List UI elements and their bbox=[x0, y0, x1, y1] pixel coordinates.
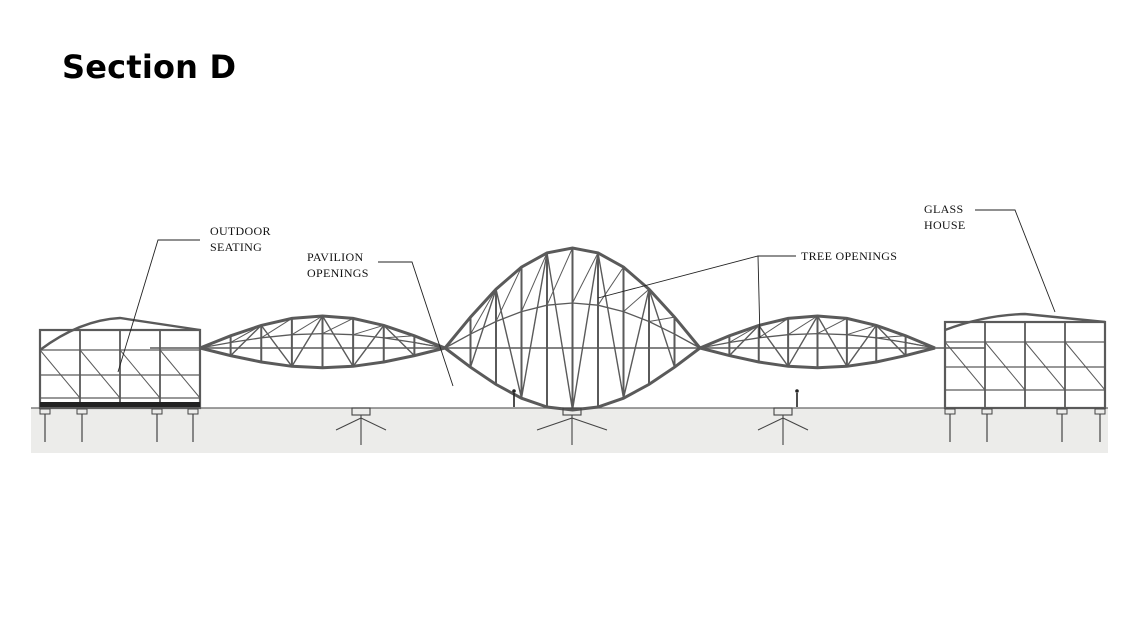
brace-member bbox=[729, 324, 760, 343]
brace-member bbox=[322, 317, 354, 335]
glass-house-leader bbox=[975, 209, 1056, 313]
diagonal-member bbox=[674, 347, 701, 368]
brace-member bbox=[905, 341, 936, 349]
diagonal-member bbox=[699, 347, 730, 357]
outdoor-seating-block-brace bbox=[119, 349, 161, 399]
glass-house-block-brace bbox=[1024, 341, 1066, 391]
diagonal-member bbox=[571, 252, 599, 411]
glass-house-block-brace bbox=[984, 341, 1026, 391]
diagonal-member bbox=[622, 289, 650, 399]
tree-openings-leader-right bbox=[757, 255, 796, 339]
footing-root bbox=[360, 417, 387, 431]
outdoor-seating-leader bbox=[117, 239, 200, 373]
brace-member bbox=[787, 315, 818, 336]
diagonal-member bbox=[414, 347, 446, 357]
human-figures bbox=[512, 389, 799, 407]
diagonal-member bbox=[291, 315, 324, 367]
diagonal-member bbox=[321, 315, 354, 367]
glass-house-block-brace bbox=[1064, 341, 1106, 391]
diagonal-member bbox=[469, 289, 497, 368]
brace-member bbox=[199, 335, 231, 349]
footing-root bbox=[782, 417, 809, 431]
brace-member bbox=[758, 318, 789, 339]
diagonal-member bbox=[816, 315, 848, 367]
brace-member bbox=[674, 333, 701, 349]
diagonal-member bbox=[383, 324, 415, 357]
outdoor-seating-block-brace bbox=[39, 349, 81, 399]
brace-member bbox=[623, 288, 650, 312]
brace-member bbox=[521, 252, 548, 312]
brace-member bbox=[444, 316, 471, 349]
label-outdoor-seating: OUTDOOR SEATING bbox=[210, 224, 271, 254]
diagonal-member bbox=[352, 324, 385, 367]
outdoor-seating-block-brace bbox=[159, 349, 201, 399]
person-head bbox=[512, 389, 516, 393]
diagonal-member bbox=[495, 289, 523, 399]
brace-member bbox=[572, 252, 599, 304]
tree-openings-leader-left bbox=[597, 255, 796, 299]
brace-member bbox=[699, 335, 730, 349]
brace-member bbox=[876, 335, 906, 339]
outdoor-seating-roof bbox=[39, 316, 201, 351]
page-title: Section D bbox=[62, 48, 237, 86]
seating-platform bbox=[40, 402, 200, 407]
diagonal-member bbox=[787, 315, 819, 367]
footing-root bbox=[757, 417, 784, 431]
diagonal-member bbox=[875, 324, 907, 357]
brace-member bbox=[291, 315, 323, 336]
diagonal-member bbox=[648, 289, 676, 368]
brace-member bbox=[470, 288, 497, 335]
brace-member bbox=[648, 316, 675, 323]
diagonal-member bbox=[520, 252, 548, 399]
outdoor-seating-block-brace bbox=[79, 349, 121, 399]
brace-member bbox=[352, 324, 384, 336]
end-buildings bbox=[38, 312, 1107, 410]
person-head bbox=[795, 389, 799, 393]
brace-member bbox=[846, 324, 877, 336]
diagonal-member bbox=[728, 324, 760, 357]
diagonal-member bbox=[546, 252, 574, 411]
diagonal-member bbox=[444, 347, 471, 368]
diagonal-member bbox=[199, 347, 231, 357]
diagonal-member bbox=[905, 347, 936, 357]
foundation-footings bbox=[39, 407, 1106, 445]
brace-member bbox=[495, 266, 522, 322]
glass-house-block-brace bbox=[944, 341, 986, 391]
brace-member bbox=[230, 324, 262, 343]
brace-member bbox=[260, 318, 293, 339]
brace-member bbox=[817, 317, 848, 335]
label-tree-openings: TREE OPENINGS bbox=[801, 249, 898, 263]
pavilion-openings-leader bbox=[378, 261, 454, 387]
brace-member bbox=[546, 247, 573, 306]
diagonal-member bbox=[260, 324, 293, 367]
glass-house-roof bbox=[944, 312, 1106, 332]
annotation-leaders bbox=[117, 209, 1056, 387]
footing-root bbox=[335, 417, 362, 431]
label-pavilion-openings: PAVILION OPENINGS bbox=[307, 250, 369, 280]
label-glass-house: GLASS HOUSE bbox=[924, 202, 966, 232]
diagonal-member bbox=[597, 252, 625, 399]
brace-member bbox=[597, 266, 624, 306]
diagonal-member bbox=[758, 324, 789, 367]
brace-member bbox=[383, 335, 415, 339]
footing-root bbox=[571, 417, 608, 431]
wave-canopy-structure bbox=[150, 246, 985, 412]
footing-root bbox=[536, 417, 573, 431]
diagonal-member bbox=[846, 324, 877, 367]
diagonal-member bbox=[230, 324, 262, 357]
